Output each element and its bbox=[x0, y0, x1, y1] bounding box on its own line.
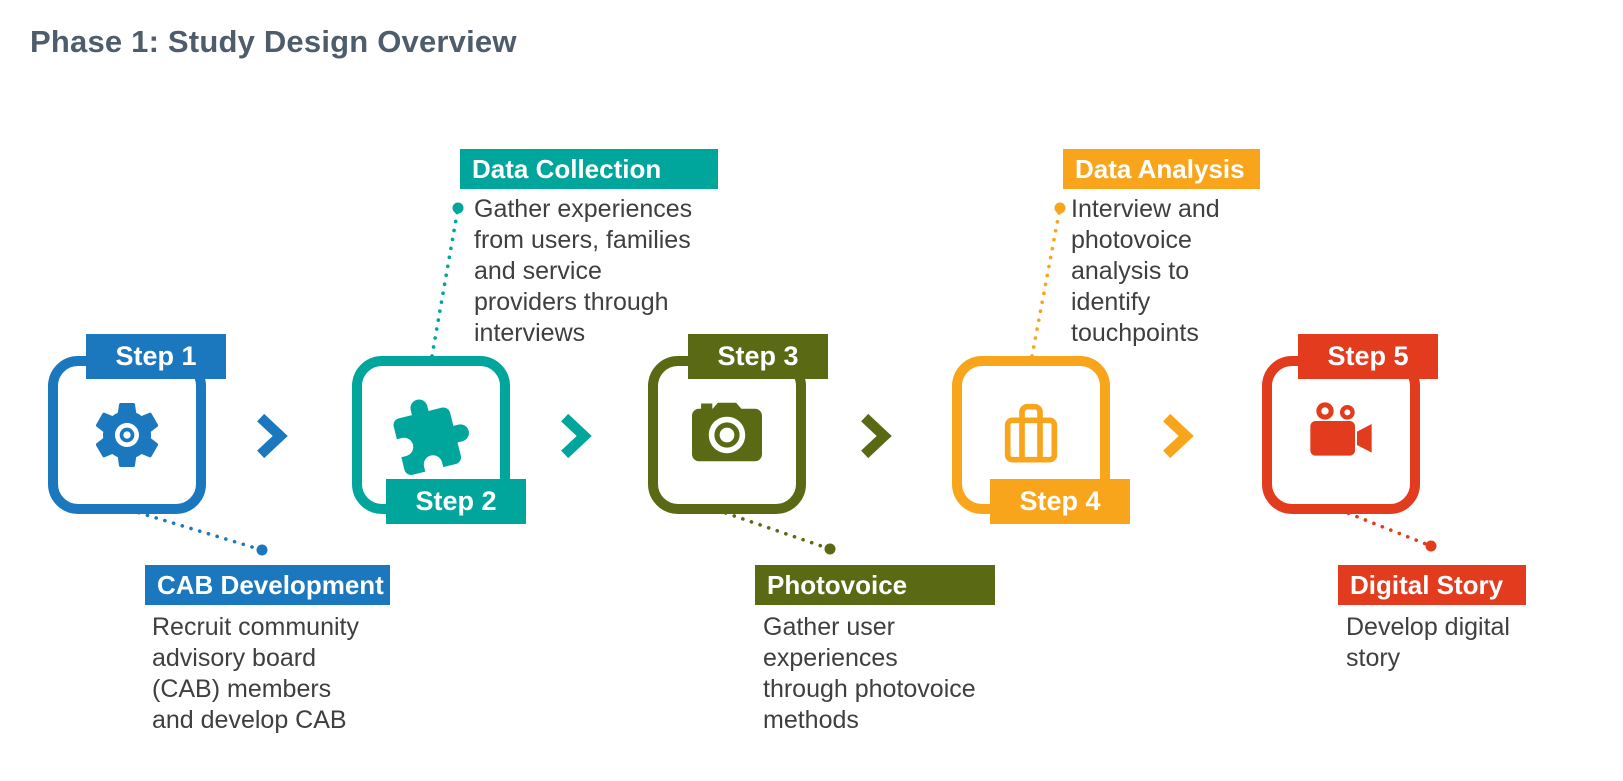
step-5-box bbox=[1262, 356, 1420, 514]
step-1-box bbox=[48, 356, 206, 514]
callout-title-photovoice: Photovoice bbox=[755, 565, 995, 605]
arrow-right-icon bbox=[254, 413, 288, 459]
step-5-dotted-connector bbox=[1338, 508, 1437, 552]
step-2-label: Step 2 bbox=[415, 486, 497, 516]
step-3-badge: Step 3 bbox=[688, 334, 828, 379]
page-title: Phase 1: Study Design Overview bbox=[30, 24, 517, 59]
step-2-dotted-connector bbox=[430, 202, 464, 358]
callout-text-digital-story: Develop digital story bbox=[1346, 613, 1510, 672]
arrow-right-icon bbox=[558, 413, 592, 459]
step-3-dotted-connector bbox=[715, 508, 836, 555]
step-1-label: Step 1 bbox=[115, 341, 197, 371]
callout-title-data-collection: Data Collection bbox=[460, 149, 718, 189]
step-1-dotted-connector bbox=[128, 508, 268, 556]
callout-text-data-collection: Gather experiences from users, families … bbox=[474, 195, 693, 347]
step-3-label: Step 3 bbox=[717, 341, 799, 371]
puzzle-icon bbox=[390, 394, 472, 476]
step-2-badge: Step 2 bbox=[386, 479, 526, 524]
step-1-badge: Step 1 bbox=[86, 334, 226, 379]
video-camera-icon bbox=[1301, 395, 1381, 475]
step-4-badge: Step 4 bbox=[990, 479, 1130, 524]
callout-title-cab-development: CAB Development bbox=[145, 565, 390, 605]
step-4-label: Step 4 bbox=[1019, 486, 1101, 516]
callout-title-text: Data Collection bbox=[472, 154, 662, 184]
callout-text-data-analysis: Interview and photovoice analysis to ide… bbox=[1071, 195, 1220, 347]
gear-icon bbox=[87, 395, 167, 475]
callout-text-photovoice: Gather user experiences through photovoi… bbox=[763, 613, 976, 734]
callout-title-data-analysis: Data Analysis bbox=[1063, 149, 1260, 189]
callout-title-text: Photovoice bbox=[767, 570, 908, 600]
arrow-right-icon bbox=[1160, 413, 1194, 459]
step-5-label: Step 5 bbox=[1327, 341, 1409, 371]
callout-text-cab-development: Recruit community advisory board (CAB) m… bbox=[152, 613, 359, 734]
camera-icon bbox=[685, 393, 769, 477]
callout-title-text: CAB Development bbox=[157, 570, 384, 600]
arrow-right-icon bbox=[858, 413, 892, 459]
callout-title-text: Data Analysis bbox=[1075, 154, 1245, 184]
callout-title-text: Digital Story bbox=[1350, 570, 1504, 600]
step-4-dotted-connector bbox=[1030, 202, 1066, 358]
step-3-box bbox=[648, 356, 806, 514]
briefcase-icon bbox=[991, 395, 1071, 475]
step-5-badge: Step 5 bbox=[1298, 334, 1438, 379]
callout-title-digital-story: Digital Story bbox=[1338, 565, 1526, 605]
